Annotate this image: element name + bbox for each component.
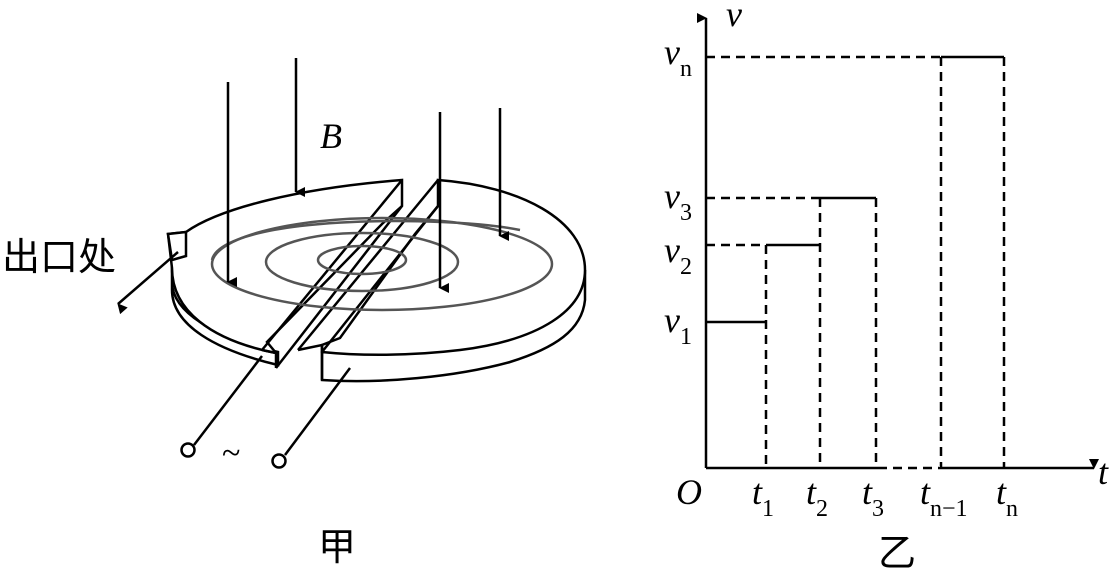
right-terminal <box>271 453 287 469</box>
x-tick-t1: t1 <box>752 472 774 522</box>
cyclotron-figure <box>117 58 587 469</box>
gap-rail-2 <box>297 179 439 351</box>
origin-label: O <box>676 472 702 512</box>
y-axis-label: v <box>726 0 742 34</box>
particle-spiral <box>210 216 554 312</box>
ac-symbol: ~ <box>222 435 240 472</box>
y-tick-labels: v1 v2 v3 vn <box>664 32 692 350</box>
y-tick-vn: vn <box>664 32 692 82</box>
x-tick-t2: t2 <box>806 472 828 522</box>
y-tick-v1: v1 <box>664 300 692 350</box>
exit-arrow <box>117 251 179 315</box>
gap-rail-1 <box>261 179 403 351</box>
figure-a-caption: 甲 <box>318 527 356 569</box>
right-rail-end <box>297 343 324 380</box>
spiral-ring-3 <box>210 216 554 312</box>
y-tick-v2: v2 <box>664 230 692 280</box>
x-tick-tn: tn <box>996 472 1018 522</box>
gap-rail-4 <box>321 205 439 353</box>
y-tick-v3: v3 <box>664 176 692 226</box>
left-terminal <box>180 442 196 458</box>
left-lead <box>193 355 263 446</box>
spiral-ring-2 <box>264 231 460 293</box>
exit-notch <box>166 230 188 262</box>
right-lead <box>283 367 352 456</box>
figure-b-caption: 乙 <box>878 533 916 575</box>
left-rail-end <box>261 348 278 368</box>
x-tick-t3: t3 <box>862 472 884 522</box>
x-tick-labels: t1 t2 t3 tn−1 tn <box>752 472 1018 522</box>
vt-graph <box>697 13 1099 470</box>
x-tick-tn1: tn−1 <box>920 472 968 522</box>
spiral-ring-1 <box>316 244 408 276</box>
exit-label: 出口处 <box>2 237 116 279</box>
x-axis-label: t <box>1098 452 1109 492</box>
field-label: B <box>320 116 342 156</box>
dashed-guides <box>706 55 1006 470</box>
